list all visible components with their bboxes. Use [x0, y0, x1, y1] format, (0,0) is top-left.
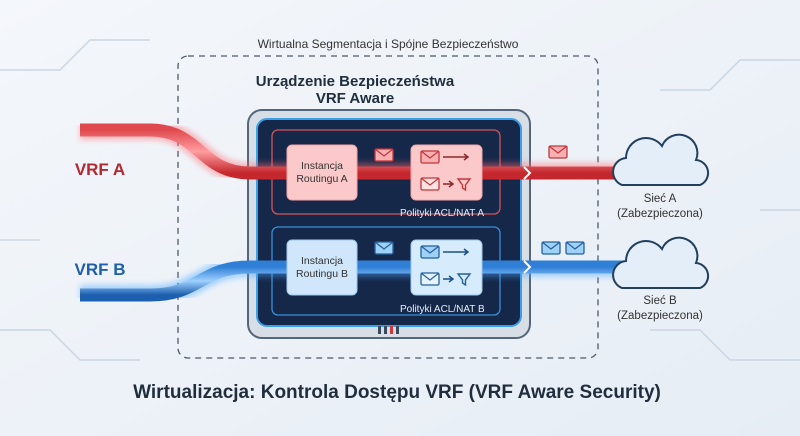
envelope-icon [565, 241, 585, 255]
network-a-line1: Sieć A [644, 193, 677, 205]
network-b-line1: Sieć B [643, 295, 677, 307]
arrow-right-icon [443, 180, 455, 188]
envelope-icon [420, 245, 440, 259]
routing-a-line2: Routingu A [296, 173, 347, 185]
top-caption: Wirtualna Segmentacja i Spójne Bezpiecze… [258, 37, 519, 51]
filter-icon [456, 178, 472, 192]
envelope-icon [374, 241, 394, 255]
envelope-icon [374, 148, 394, 162]
arrow-right-icon [443, 248, 470, 256]
vrf-b-pipe [80, 260, 625, 302]
vrf-a-pipe [80, 123, 625, 180]
routing-b-line2: Routingu B [296, 268, 348, 280]
device-vent-icon [378, 326, 399, 334]
network-a-line2: (Zabezpieczona) [617, 208, 703, 220]
envelope-icon [541, 241, 561, 255]
envelope-icon [420, 177, 440, 191]
envelope-icon [548, 145, 568, 159]
bottom-title: Wirtualizacja: Kontrola Dostępu VRF (VRF… [133, 382, 661, 403]
arrow-right-icon [443, 153, 470, 161]
cloud-b-icon [612, 236, 710, 289]
arrow-b-icon [523, 260, 532, 274]
policy-label-a: Polityki ACL/NAT A [400, 208, 484, 219]
routing-instance-b [286, 239, 358, 296]
routing-a-line1: Instancja [301, 160, 343, 172]
network-b-line2: (Zabezpieczona) [617, 310, 703, 322]
segmentation-boundary [177, 55, 599, 359]
cloud-a-icon [612, 133, 710, 186]
device-title-line2: VRF Aware [316, 90, 394, 107]
envelope-icon [420, 272, 440, 286]
routing-instance-a [286, 144, 358, 201]
circuit-lines [0, 39, 800, 361]
routing-b-line1: Instancja [301, 255, 343, 267]
vrf-a-label: VRF A [75, 160, 125, 179]
vrf-b-label: VRF B [75, 260, 126, 279]
arrow-right-icon [443, 275, 455, 283]
policy-label-b: Polityki ACL/NAT B [400, 304, 485, 315]
arrow-a-icon [523, 166, 532, 180]
device-title-line1: Urządzenie Bezpieczeństwa [256, 73, 455, 90]
filter-icon [456, 273, 472, 287]
envelope-icon [420, 150, 440, 164]
